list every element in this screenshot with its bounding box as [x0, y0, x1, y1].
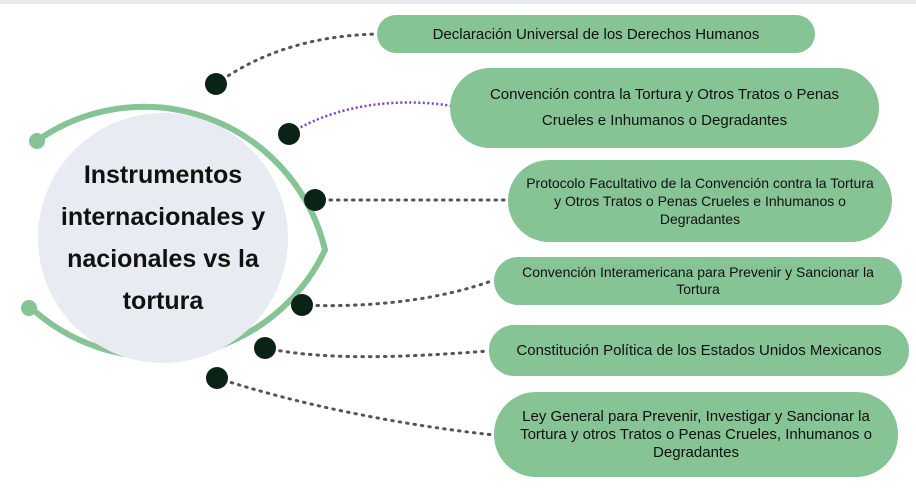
instrument-pill-1: Declaración Universal de los Derechos Hu…	[377, 15, 815, 53]
node-dot-1	[205, 73, 227, 95]
top-border	[0, 0, 916, 4]
instrument-pill-2: Convención contra la Tortura y Otros Tra…	[450, 68, 879, 148]
node-dot-5	[254, 337, 276, 359]
connector-line-2	[288, 101, 453, 136]
connector-line-1	[214, 32, 380, 86]
center-title: Instrumentos internacionales y nacionale…	[60, 161, 266, 315]
node-dot-4	[291, 294, 313, 316]
connector-line-5	[263, 346, 491, 359]
ring-end-cap-top	[29, 133, 45, 149]
node-dot-6	[206, 367, 228, 389]
ring-end-cap-bottom	[21, 300, 37, 316]
instrument-pill-3: Protocolo Facultativo de la Convención c…	[508, 160, 892, 242]
center-circle: Instrumentos internacionales y nacionale…	[38, 113, 288, 363]
node-dot-3	[304, 189, 326, 211]
node-dot-2	[278, 123, 300, 145]
connector-line-6	[215, 376, 496, 437]
instrument-pill-5: Constitución Política de los Estados Uni…	[489, 325, 909, 376]
instrument-pill-6: Ley General para Prevenir, Investigar y …	[494, 392, 898, 477]
connector-line-4	[300, 278, 496, 308]
instrument-pill-4: Convención Interamericana para Prevenir …	[494, 257, 902, 305]
